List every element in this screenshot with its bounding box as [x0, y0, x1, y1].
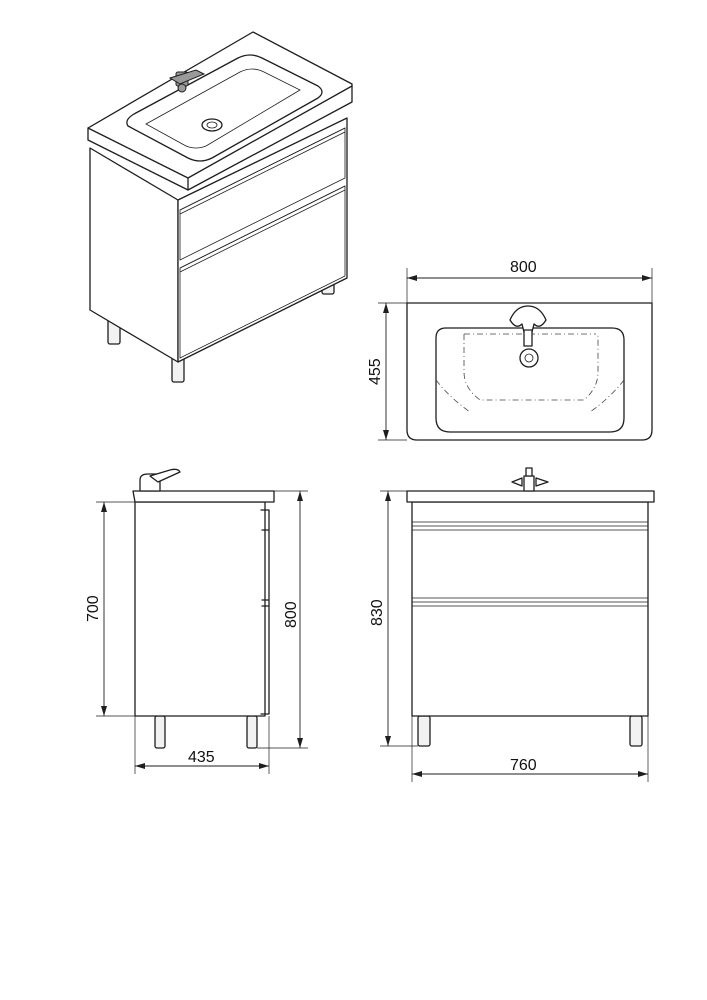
front-tap: [511, 467, 549, 492]
iso-cabinet-side: [89, 147, 179, 363]
side-tap: [139, 468, 181, 492]
side-drawer-fronts: [260, 509, 270, 715]
side-depth-label: 435: [188, 749, 215, 766]
top-width-label: 800: [510, 259, 537, 276]
side-view: 700 800 435: [85, 468, 308, 774]
side-cabinet-height-label: 700: [85, 595, 102, 622]
iso-tap: [168, 69, 206, 93]
iso-cabinet-front: [177, 117, 348, 363]
top-view-bowl: [435, 327, 625, 433]
iso-basin-bowl: [126, 54, 323, 162]
iso-basin-bowl-inner: [145, 68, 301, 149]
front-height-label: 830: [369, 599, 386, 626]
front-view: 830 760: [369, 467, 655, 782]
side-leg-back: [246, 715, 258, 749]
front-leg-left: [417, 715, 431, 747]
top-view-bowl-hidden-2: [435, 379, 625, 413]
side-basin-top: [132, 490, 275, 503]
top-depth-label: 455: [367, 358, 384, 385]
side-total-height-label: 800: [283, 601, 300, 628]
iso-drain: [201, 118, 223, 132]
iso-basin-top-edge: [87, 85, 353, 191]
front-leg-right: [629, 715, 643, 747]
top-view-drain-inner: [524, 353, 534, 363]
isometric-view: [87, 31, 353, 383]
front-basin-top: [406, 490, 655, 503]
top-view: 800 455: [367, 259, 653, 441]
front-cabinet: [411, 501, 649, 717]
top-view-tap: [509, 305, 547, 347]
top-view-drain: [519, 348, 539, 368]
side-cabinet: [134, 501, 266, 717]
front-drawer-bottom: [412, 597, 648, 607]
front-drawer-top: [412, 521, 648, 531]
front-width-label: 760: [510, 757, 537, 774]
iso-drawer-bottom-handle: [179, 185, 346, 273]
side-leg-front: [154, 715, 166, 749]
iso-drawer-top-handle: [179, 127, 346, 215]
iso-drain-inner: [206, 121, 218, 129]
